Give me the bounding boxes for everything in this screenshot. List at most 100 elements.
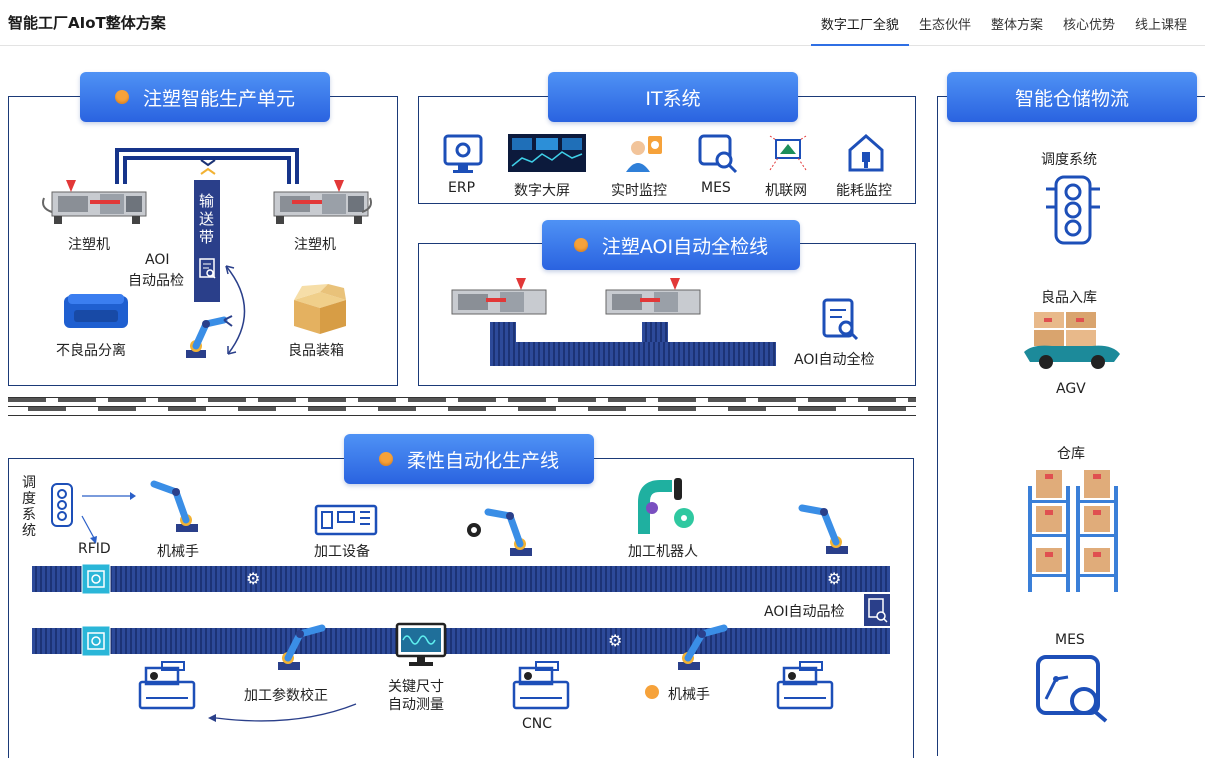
param-calib-label: 加工参数校正 [244, 688, 328, 704]
conveyor-char-2: 送 [199, 210, 215, 228]
gear-icon-lower-1: ⚙ [608, 631, 623, 650]
flex-line-title: 柔性自动化生产线 [344, 434, 594, 484]
conveyor-char-3: 带 [199, 228, 215, 246]
injection-machine-left-label: 注塑机 [68, 237, 110, 253]
processing-robot-icon [638, 478, 694, 534]
rail-track-2 [8, 407, 916, 411]
it-system-title: IT系统 [548, 72, 798, 122]
aoi-belt-riser-2 [642, 322, 668, 342]
conveyor-char-1: 输 [199, 192, 215, 210]
warehouse-mes-label: MES [1055, 632, 1085, 648]
top-bar: 智能工厂AIoT整体方案 数字工厂全貌 生态伙伴 整体方案 核心优势 线上课程 [0, 0, 1205, 46]
warehouse-agv-label: AGV [1056, 381, 1086, 397]
reject-label: 不良品分离 [56, 343, 126, 359]
erp-icon [443, 134, 483, 173]
robot-arm-lower-icon [678, 624, 728, 670]
gripper-icon [200, 159, 216, 175]
measurement-monitor-icon [395, 622, 447, 666]
flex-line-title-text: 柔性自动化生产线 [406, 449, 559, 472]
robot-arm-1-icon [150, 480, 198, 532]
flex-belt-upper [32, 566, 890, 592]
flex-traffic-light-icon [51, 483, 73, 527]
robot-arm-icon [186, 315, 233, 358]
flex-dispatch-char-4: 统 [22, 523, 36, 539]
conveyor-vertical [194, 180, 220, 302]
machine-network-icon [769, 135, 807, 171]
warehouse-title-text: 智能仓储物流 [1014, 87, 1129, 110]
brand-title: 智能工厂AIoT整体方案 [8, 14, 166, 32]
flex-aoi-check-label: AOI自动品检 [764, 604, 845, 620]
aoi-injection-machine-1-icon [451, 278, 547, 315]
aoi-line-title-text: 注塑AOI自动全检线 [601, 235, 769, 258]
it-system-title-text: IT系统 [645, 87, 701, 110]
measure-label-line2: 自动测量 [388, 697, 444, 713]
injection-cell-title-text: 注塑智能生产单元 [142, 87, 295, 110]
nav-digital-factory[interactable]: 数字工厂全貌 [810, 0, 909, 46]
energy-monitor-icon [848, 134, 884, 172]
nav-solution[interactable]: 整体方案 [990, 18, 1043, 33]
robot-arm-calib-icon [278, 624, 326, 670]
warehouse-title: 智能仓储物流 [947, 72, 1197, 122]
bullet-dot-icon [378, 452, 393, 466]
processing-equipment-label: 加工设备 [314, 544, 370, 560]
aoi-full-check-label: AOI自动全检 [794, 352, 875, 368]
it-item-energy-monitor[interactable]: 能耗监控 [836, 183, 892, 199]
flex-belt-lower [32, 628, 890, 654]
dispatch-arrows-icon [81, 492, 136, 544]
warehouse-storage-label: 仓库 [1057, 446, 1085, 462]
aoi-injection-machine-2-icon [605, 278, 701, 315]
aoi-label-line2: 自动品检 [128, 273, 184, 289]
measure-label-line1: 关键尺寸 [388, 679, 444, 695]
it-item-erp[interactable]: ERP [448, 180, 476, 196]
aoi-conveyor-belt [490, 342, 776, 366]
realtime-monitor-icon [626, 136, 662, 172]
rfid-chip-lower-icon [81, 625, 111, 657]
injection-machine-left-icon [42, 180, 147, 224]
it-item-machine-network[interactable]: 机联网 [765, 183, 807, 199]
agv-icon [1024, 312, 1120, 369]
flex-dispatch-char-1: 调 [22, 475, 36, 491]
flex-dispatch-char-3: 系 [22, 507, 36, 523]
rail-line-2 [8, 406, 916, 407]
nav-partners[interactable]: 生态伙伴 [918, 18, 971, 33]
cnc-label: CNC [522, 716, 553, 732]
rfid-label: RFID [78, 541, 111, 557]
processing-equipment-icon [314, 504, 378, 536]
rail-line-1 [8, 397, 916, 398]
nav-courses[interactable]: 线上课程 [1134, 18, 1187, 33]
gear-icon-upper-1: ⚙ [246, 569, 261, 588]
storage-rack-icon [1028, 470, 1118, 592]
injection-machine-right-label: 注塑机 [294, 237, 336, 253]
rotation-arrow-icon [225, 265, 246, 355]
warehouse-mes-icon [1036, 655, 1108, 723]
warehouse-panel [937, 96, 1205, 756]
top-nav: 数字工厂全貌 生态伙伴 整体方案 核心优势 线上课程 [810, 0, 1197, 46]
robot-arm-gear-icon [467, 508, 532, 556]
processing-robot-label: 加工机器人 [628, 544, 698, 560]
bullet-dot-icon [645, 685, 659, 699]
bullet-dot-icon [573, 238, 588, 252]
nav-advantages[interactable]: 核心优势 [1062, 18, 1115, 33]
flex-arm-label: 机械手 [157, 544, 199, 560]
rfid-chip-upper-icon [81, 563, 111, 595]
cnc-machine-1-icon [138, 661, 196, 710]
it-item-mes[interactable]: MES [701, 180, 731, 196]
it-item-digital-screen[interactable]: 数字大屏 [514, 183, 570, 199]
bullet-dot-icon [114, 90, 129, 104]
return-arrow-icon [208, 703, 357, 722]
gear-icon-upper-2: ⚙ [827, 569, 842, 588]
injection-cell-title: 注塑智能生产单元 [80, 72, 330, 122]
mes-icon [698, 134, 738, 174]
flex-arm2-label: 机械手 [668, 687, 710, 703]
warehouse-inbound-label: 良品入库 [1041, 290, 1097, 306]
digital-screen-icon [508, 134, 586, 172]
it-item-realtime-monitor[interactable]: 实时监控 [611, 183, 667, 199]
packing-box-icon [294, 284, 346, 334]
rail-track-1 [8, 398, 916, 402]
robot-arm-3-icon [798, 504, 848, 554]
aoi-label-line1: AOI [145, 252, 170, 268]
traffic-light-icon [1046, 175, 1100, 245]
pipe-connector-icon [115, 148, 299, 184]
aoi-belt-riser-1 [490, 322, 516, 342]
injection-machine-right-icon [273, 180, 372, 224]
